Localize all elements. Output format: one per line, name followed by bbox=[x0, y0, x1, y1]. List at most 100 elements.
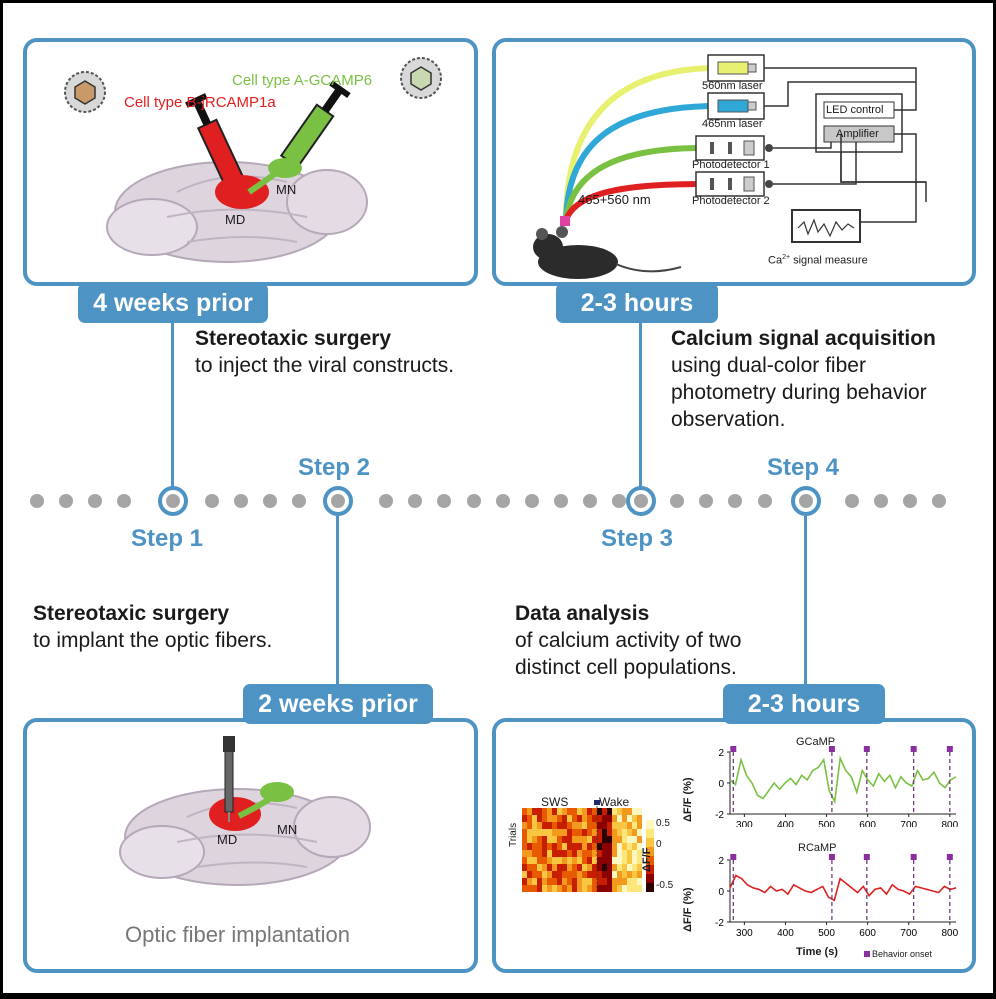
step1-label: Step 1 bbox=[131, 525, 204, 552]
tab-2-3-hours-top: 2-3 hours bbox=[556, 283, 718, 323]
heatmap-cell bbox=[522, 857, 527, 864]
heatmap-cell bbox=[612, 885, 617, 892]
heatmap-cell bbox=[562, 808, 567, 815]
colorbar-segment bbox=[646, 856, 654, 865]
heatmap-cell bbox=[627, 871, 632, 878]
heatmap-cell bbox=[562, 843, 567, 850]
heatmap-cell bbox=[557, 829, 562, 836]
wavelength-label: 465+560 nm bbox=[578, 192, 651, 207]
heatmap-cell bbox=[617, 857, 622, 864]
heatmap-cell bbox=[627, 843, 632, 850]
x-tick-label: 300 bbox=[736, 820, 753, 827]
heatmap-cell bbox=[537, 822, 542, 829]
y-tick-label: 2 bbox=[718, 748, 724, 759]
colorbar-segment bbox=[646, 847, 654, 856]
tab-2-weeks-prior: 2 weeks prior bbox=[243, 684, 433, 724]
region-mn-label: MN bbox=[277, 822, 298, 837]
heatmap-cell bbox=[552, 878, 557, 885]
timeline-dot bbox=[59, 494, 74, 508]
heatmap-cell bbox=[567, 815, 572, 822]
heatmap-cell bbox=[547, 815, 552, 822]
heatmap-cell bbox=[552, 857, 557, 864]
timeline-dot bbox=[379, 494, 394, 508]
heatmap-cell bbox=[542, 843, 547, 850]
heatmap-cell bbox=[567, 885, 572, 892]
heatmap-cell bbox=[552, 843, 557, 850]
heatmap-cell bbox=[572, 836, 577, 843]
heatmap-cell bbox=[527, 885, 532, 892]
photodetector-2-box bbox=[695, 171, 773, 197]
heatmap-cell bbox=[602, 871, 607, 878]
colorbar-label: ΔF/F bbox=[641, 847, 653, 872]
cell-type-a-label: Cell type A-GCAMP6 bbox=[232, 72, 373, 89]
colorbar-segment bbox=[646, 829, 654, 838]
heatmap-cell bbox=[542, 836, 547, 843]
heatmap-cell bbox=[552, 829, 557, 836]
laser-465-label: 465nm laser bbox=[702, 118, 763, 130]
heatmap-cell bbox=[547, 857, 552, 864]
heatmap-cell bbox=[627, 885, 632, 892]
heatmap-cell bbox=[577, 878, 582, 885]
behavior-onset-marker bbox=[946, 746, 953, 752]
heatmap-cell bbox=[632, 850, 637, 857]
heatmap-cell bbox=[587, 836, 592, 843]
timeline-dot bbox=[873, 494, 888, 508]
heatmap-cell bbox=[602, 836, 607, 843]
heatmap-cell bbox=[607, 815, 612, 822]
amplifier-label: Amplifier bbox=[836, 128, 879, 140]
timeline-dot bbox=[88, 494, 103, 508]
heatmap-cell bbox=[597, 850, 602, 857]
heatmap-cell bbox=[567, 822, 572, 829]
heatmap-cell bbox=[627, 864, 632, 871]
heatmap-cell bbox=[557, 864, 562, 871]
heatmap-cell bbox=[617, 829, 622, 836]
heatmap-cell bbox=[592, 871, 597, 878]
gcamp-ylabel: ΔF/F (%) bbox=[682, 777, 694, 822]
heatmap-cell bbox=[577, 829, 582, 836]
behavior-onset-marker bbox=[946, 854, 953, 860]
y-tick-label: -2 bbox=[715, 810, 724, 821]
timeline-dot bbox=[495, 494, 510, 508]
virus-a-icon bbox=[400, 57, 442, 99]
heatmap-cell bbox=[597, 822, 602, 829]
heatmap-cell bbox=[572, 815, 577, 822]
optic-fiber-icon bbox=[223, 736, 235, 822]
heatmap-cell bbox=[617, 815, 622, 822]
heatmap-cell bbox=[532, 871, 537, 878]
brain-icon bbox=[119, 788, 371, 886]
timeline-dot bbox=[699, 494, 714, 508]
timeline-dot bbox=[408, 494, 423, 508]
heatmap-cell bbox=[632, 885, 637, 892]
heatmap-cell bbox=[612, 864, 617, 871]
timeline-dot bbox=[117, 494, 132, 508]
ca-signal-prefix: Ca bbox=[768, 254, 783, 267]
heatmap-cell bbox=[577, 850, 582, 857]
timeline-dot bbox=[291, 494, 306, 508]
heatmap-cell bbox=[597, 857, 602, 864]
laser-560-box bbox=[707, 54, 765, 82]
heatmap-cell bbox=[577, 808, 582, 815]
colorbar-segment bbox=[646, 883, 654, 892]
heatmap-cell bbox=[547, 871, 552, 878]
heatmap-cell bbox=[552, 836, 557, 843]
heatmap-cell bbox=[582, 808, 587, 815]
heatmap-cell bbox=[567, 836, 572, 843]
heatmap-cell bbox=[602, 822, 607, 829]
region-md-shape bbox=[215, 175, 269, 209]
heatmap-cell bbox=[612, 850, 617, 857]
timeline-dot bbox=[204, 494, 219, 508]
laser-465-box bbox=[707, 92, 765, 120]
heatmap-state-wake: Wake bbox=[599, 795, 630, 809]
heatmap-cell bbox=[587, 871, 592, 878]
heatmap-cell bbox=[522, 822, 527, 829]
heatmap-cell bbox=[547, 878, 552, 885]
heatmap-cell bbox=[592, 829, 597, 836]
heatmap-cell bbox=[637, 878, 642, 885]
heatmap-cell bbox=[632, 822, 637, 829]
heatmap-cell bbox=[562, 829, 567, 836]
viral-injection-illustration bbox=[64, 57, 442, 263]
heatmap-cell bbox=[547, 885, 552, 892]
heatmap-cell bbox=[607, 836, 612, 843]
heatmap-cell bbox=[612, 808, 617, 815]
